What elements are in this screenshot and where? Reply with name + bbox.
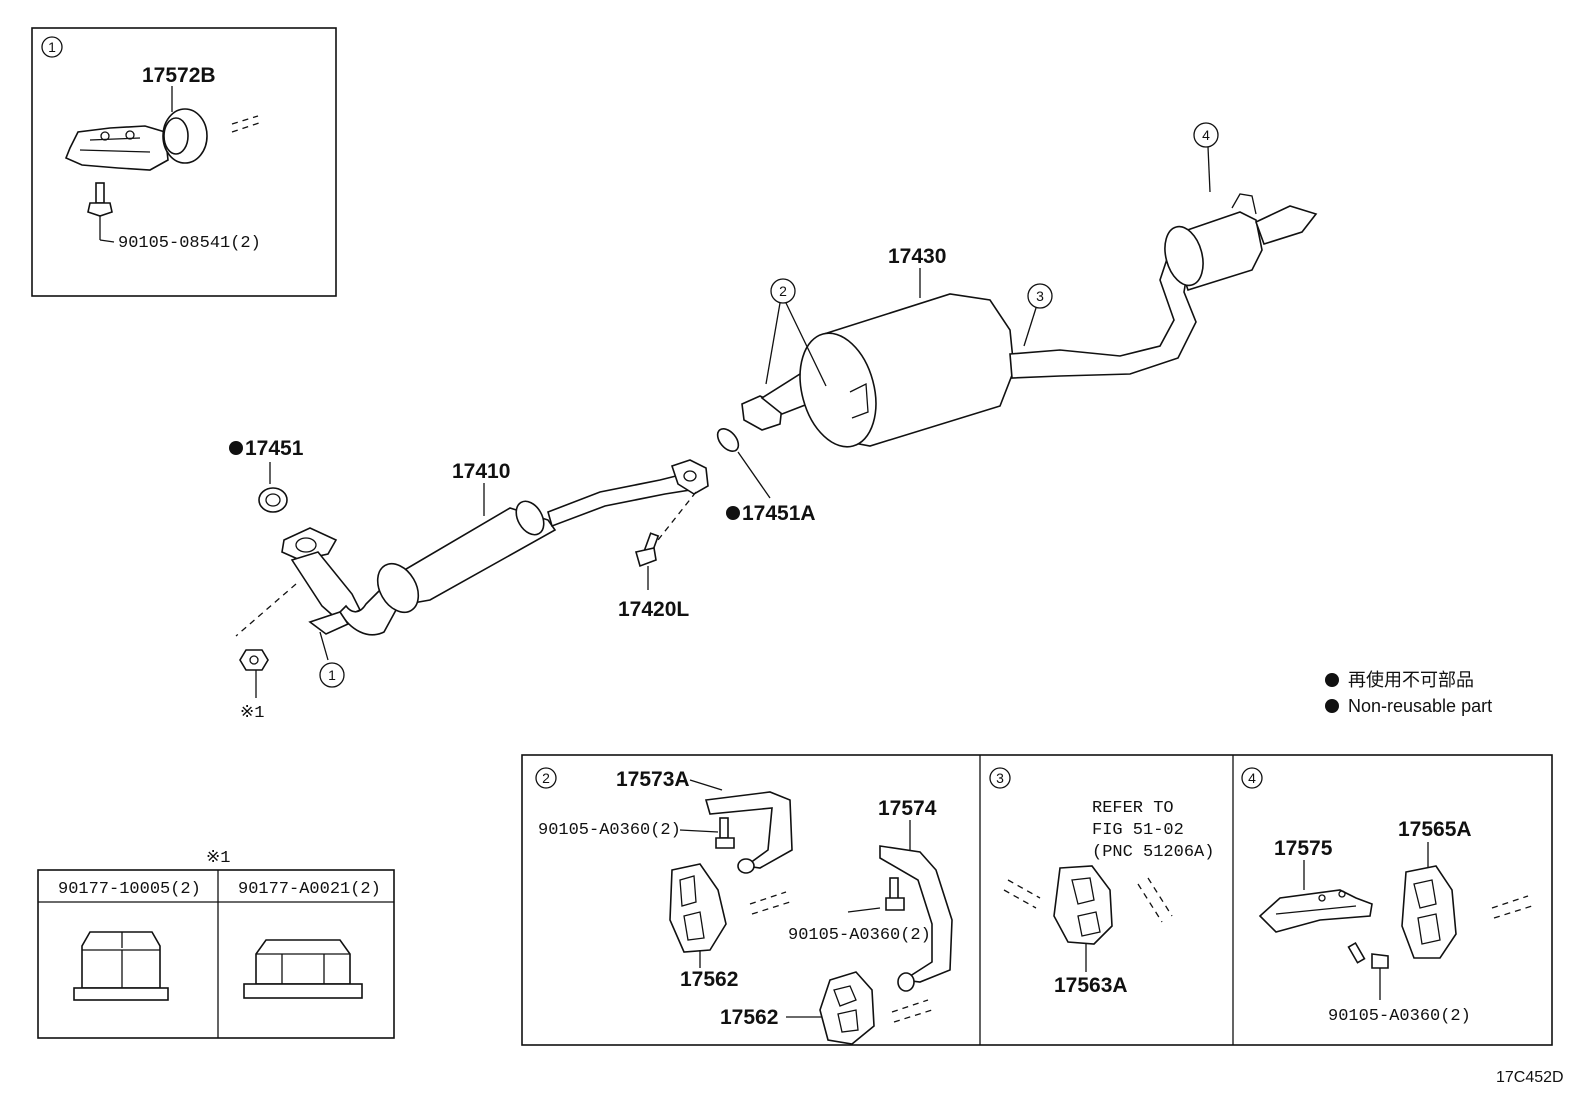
label-17430: 17430 (888, 245, 946, 268)
label-90105-A0360-b: 90105-A0360(2) (788, 926, 931, 945)
label-note-1: ※1 (240, 704, 264, 723)
nut-table-note: ※1 (206, 849, 230, 868)
gasket-17451: 17451 (229, 437, 304, 513)
label-17451: 17451 (245, 437, 304, 460)
label-17565A: 17565A (1398, 818, 1472, 841)
label-17451A: 17451A (742, 502, 816, 525)
label-17562-b: 17562 (720, 1006, 778, 1029)
label-17575: 17575 (1274, 837, 1333, 860)
inset-box-1: 1 17572B 90105-08541(2) (31, 27, 337, 297)
svg-text:3: 3 (996, 770, 1004, 786)
svg-text:3: 3 (1036, 288, 1044, 304)
front-pipe-17410 (235, 459, 709, 637)
refer-line-3: (PNC 51206A) (1092, 843, 1214, 862)
refer-line-2: FIG 51-02 (1092, 821, 1184, 840)
svg-text:1: 1 (328, 667, 336, 683)
nut-col-1: 90177-10005(2) (58, 880, 201, 899)
svg-text:2: 2 (542, 770, 550, 786)
flange-nut-icon (243, 939, 363, 999)
legend-jp: 再使用不可部品 (1348, 670, 1474, 690)
label-17420L: 17420L (618, 598, 689, 621)
legend: 再使用不可部品 Non-reusable part (1325, 670, 1492, 716)
label-90105-08541: 90105-08541(2) (118, 234, 261, 253)
refer-line-1: REFER TO (1092, 799, 1174, 818)
legend-en: Non-reusable part (1348, 696, 1492, 716)
label-17572B: 17572B (142, 64, 216, 87)
gasket-17451A: 17451A (716, 427, 816, 525)
label-90105-A0360-c: 90105-A0360(2) (1328, 1007, 1471, 1026)
svg-text:2: 2 (779, 283, 787, 299)
detail-box-3: 3 REFER TO FIG 51-02 (PNC 51206A) 17563A (989, 767, 1214, 997)
callout-2: 2 (765, 278, 827, 387)
callout-4: 4 (1193, 122, 1219, 193)
part-bracket-17572B (64, 108, 263, 171)
figure-code: 17C452D (1496, 1069, 1564, 1086)
bolt-90105-08541 (87, 182, 115, 243)
label-90105-A0360-a: 90105-A0360(2) (538, 821, 681, 840)
detail-panels (521, 754, 1553, 1046)
detail-box-2: 2 17573A 90105-A0360(2) 17562 17574 9010… (535, 767, 953, 1045)
bolt-17420L (634, 532, 660, 590)
svg-text:4: 4 (1248, 770, 1256, 786)
nut-col-2: 90177-A0021(2) (238, 880, 381, 899)
nut-table: ※1 90177-10005(2) 90177-A0021(2) (37, 849, 395, 1039)
nut-note-1: ※1 (239, 649, 269, 723)
svg-text:4: 4 (1202, 127, 1210, 143)
castle-nut-icon (73, 931, 169, 1001)
detail-box-4: 4 17575 90105-A0360(2) 17565A (1241, 767, 1533, 1026)
label-17574: 17574 (878, 797, 937, 820)
label-17410: 17410 (452, 460, 510, 483)
label-17562-a: 17562 (680, 968, 738, 991)
inset-1-number: 1 (48, 39, 56, 55)
label-17563A: 17563A (1054, 974, 1128, 997)
callout-1: 1 (319, 631, 345, 688)
muffler-17430 (741, 193, 1318, 448)
label-17573A: 17573A (616, 768, 690, 791)
callout-3: 3 (1023, 283, 1053, 347)
